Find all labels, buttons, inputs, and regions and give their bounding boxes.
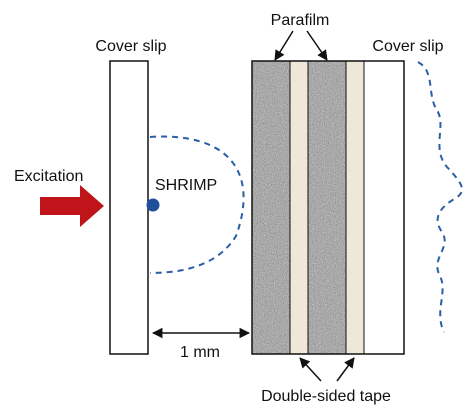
shrimp-label: SHRIMP [155,177,217,194]
sample-cell [251,60,405,355]
shrimp-dot [146,198,160,212]
tape-pointer-1 [299,357,322,382]
double-sided-tape-label: Double-sided tape [261,388,391,405]
parafilm-pointer-1 [274,30,294,61]
excitation-label: Excitation [14,168,83,185]
tape-layer-1 [290,61,308,354]
parafilm-layer-1 [252,61,290,354]
tape-pointer-2 [336,357,355,382]
dashed-emission-curve-right [417,61,464,333]
left-cover-slip-label: Cover slip [95,38,166,55]
parafilm-pointer-2 [306,30,328,61]
right-cover-slip [364,61,404,354]
parafilm-label: Parafilm [271,12,330,29]
excitation-arrow [40,185,104,227]
parafilm-layer-2 [308,61,346,354]
distance-label: 1 mm [180,344,220,361]
tape-layer-2 [346,61,364,354]
dashed-emission-curve-left [149,135,245,274]
right-cover-slip-label: Cover slip [372,38,443,55]
left-cover-slip [109,60,149,355]
